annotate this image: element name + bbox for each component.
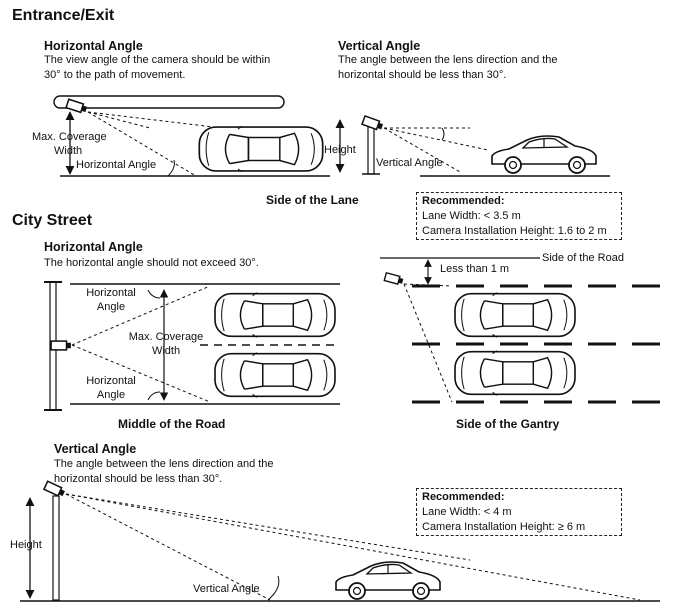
vertical-angle-label: Vertical Angle <box>376 157 443 169</box>
car-top-icon <box>454 292 576 338</box>
overhead-bar <box>53 95 285 109</box>
side-of-road-label: Side of the Road <box>542 252 624 264</box>
entrance-vertical-title: Vertical Angle <box>338 39 421 53</box>
horizontal-angle-top-label-1: Horizontal <box>86 287 136 299</box>
max-coverage-label-1: Max. Coverage <box>32 131 107 143</box>
entrance-horizontal-text-2: 30° to the path of movement. <box>44 69 186 81</box>
max-coverage-city-label-1: Max. Coverage <box>128 331 204 343</box>
camera-icon <box>50 340 72 351</box>
entrance-horizontal-text-1: The view angle of the camera should be w… <box>44 54 271 66</box>
recommended-box-entrance: Recommended: Lane Width: < 3.5 m Camera … <box>416 192 622 240</box>
rec-install-height: Camera Installation Height: 1.6 to 2 m <box>422 225 607 237</box>
less-than-label: Less than 1 m <box>440 263 510 275</box>
car-top-icon <box>214 292 336 338</box>
caption-side-of-lane: Side of the Lane <box>266 193 359 207</box>
max-coverage-label-2: Width <box>54 145 83 157</box>
car-top-icon <box>214 352 336 398</box>
city-horizontal-title: Horizontal Angle <box>44 240 143 254</box>
entrance-horizontal-diagram <box>53 95 330 177</box>
city-vertical-text-2: horizontal should be less than 30°. <box>54 473 223 485</box>
horizontal-angle-bottom-label-2: Angle <box>96 389 126 401</box>
rec-title-city: Recommended: <box>422 491 505 503</box>
entrance-vertical-text-1: The angle between the lens direction and… <box>338 54 558 66</box>
section-title-entrance: Entrance/Exit <box>12 7 115 24</box>
recommended-box-city: Recommended: Lane Width: < 4 m Camera In… <box>416 488 622 536</box>
height-label: Height <box>324 144 356 156</box>
rec-lane-width-city: Lane Width: < 4 m <box>422 506 512 518</box>
horizontal-angle-label: Horizontal Angle <box>76 159 157 171</box>
city-horizontal-text: The horizontal angle should not exceed 3… <box>44 257 259 269</box>
car-top-icon <box>198 126 324 172</box>
section-title-city: City Street <box>12 212 93 229</box>
caption-side-of-gantry: Side of the Gantry <box>456 417 560 431</box>
camera-icon <box>383 272 405 286</box>
horizontal-angle-top-label-2: Angle <box>96 301 126 313</box>
camera-pole <box>367 123 375 175</box>
vertical-angle-label-city: Vertical Angle <box>193 583 260 595</box>
rec-title: Recommended: <box>422 195 505 207</box>
car-top-icon <box>454 350 576 396</box>
horizontal-angle-bottom-label-1: Horizontal <box>86 375 136 387</box>
rec-lane-width: Lane Width: < 3.5 m <box>422 210 521 222</box>
caption-middle-of-road: Middle of the Road <box>118 417 226 431</box>
car-side-icon <box>491 135 597 174</box>
camera-pole <box>52 495 60 601</box>
camera-icon <box>361 115 385 132</box>
entrance-vertical-diagram <box>335 115 610 177</box>
city-vertical-text-1: The angle between the lens direction and… <box>54 458 274 470</box>
rec-install-height-city: Camera Installation Height: ≥ 6 m <box>422 521 586 533</box>
entrance-vertical-text-2: horizontal should be less than 30°. <box>338 69 507 81</box>
height-label-city: Height <box>10 539 42 551</box>
car-side-icon <box>335 561 441 600</box>
entrance-horizontal-title: Horizontal Angle <box>44 39 143 53</box>
city-gantry-diagram <box>380 257 660 404</box>
max-coverage-city-label-2: Width <box>151 345 181 357</box>
city-middle-diagram <box>44 281 340 411</box>
city-vertical-title: Vertical Angle <box>54 442 137 456</box>
city-vertical-diagram <box>20 480 660 602</box>
